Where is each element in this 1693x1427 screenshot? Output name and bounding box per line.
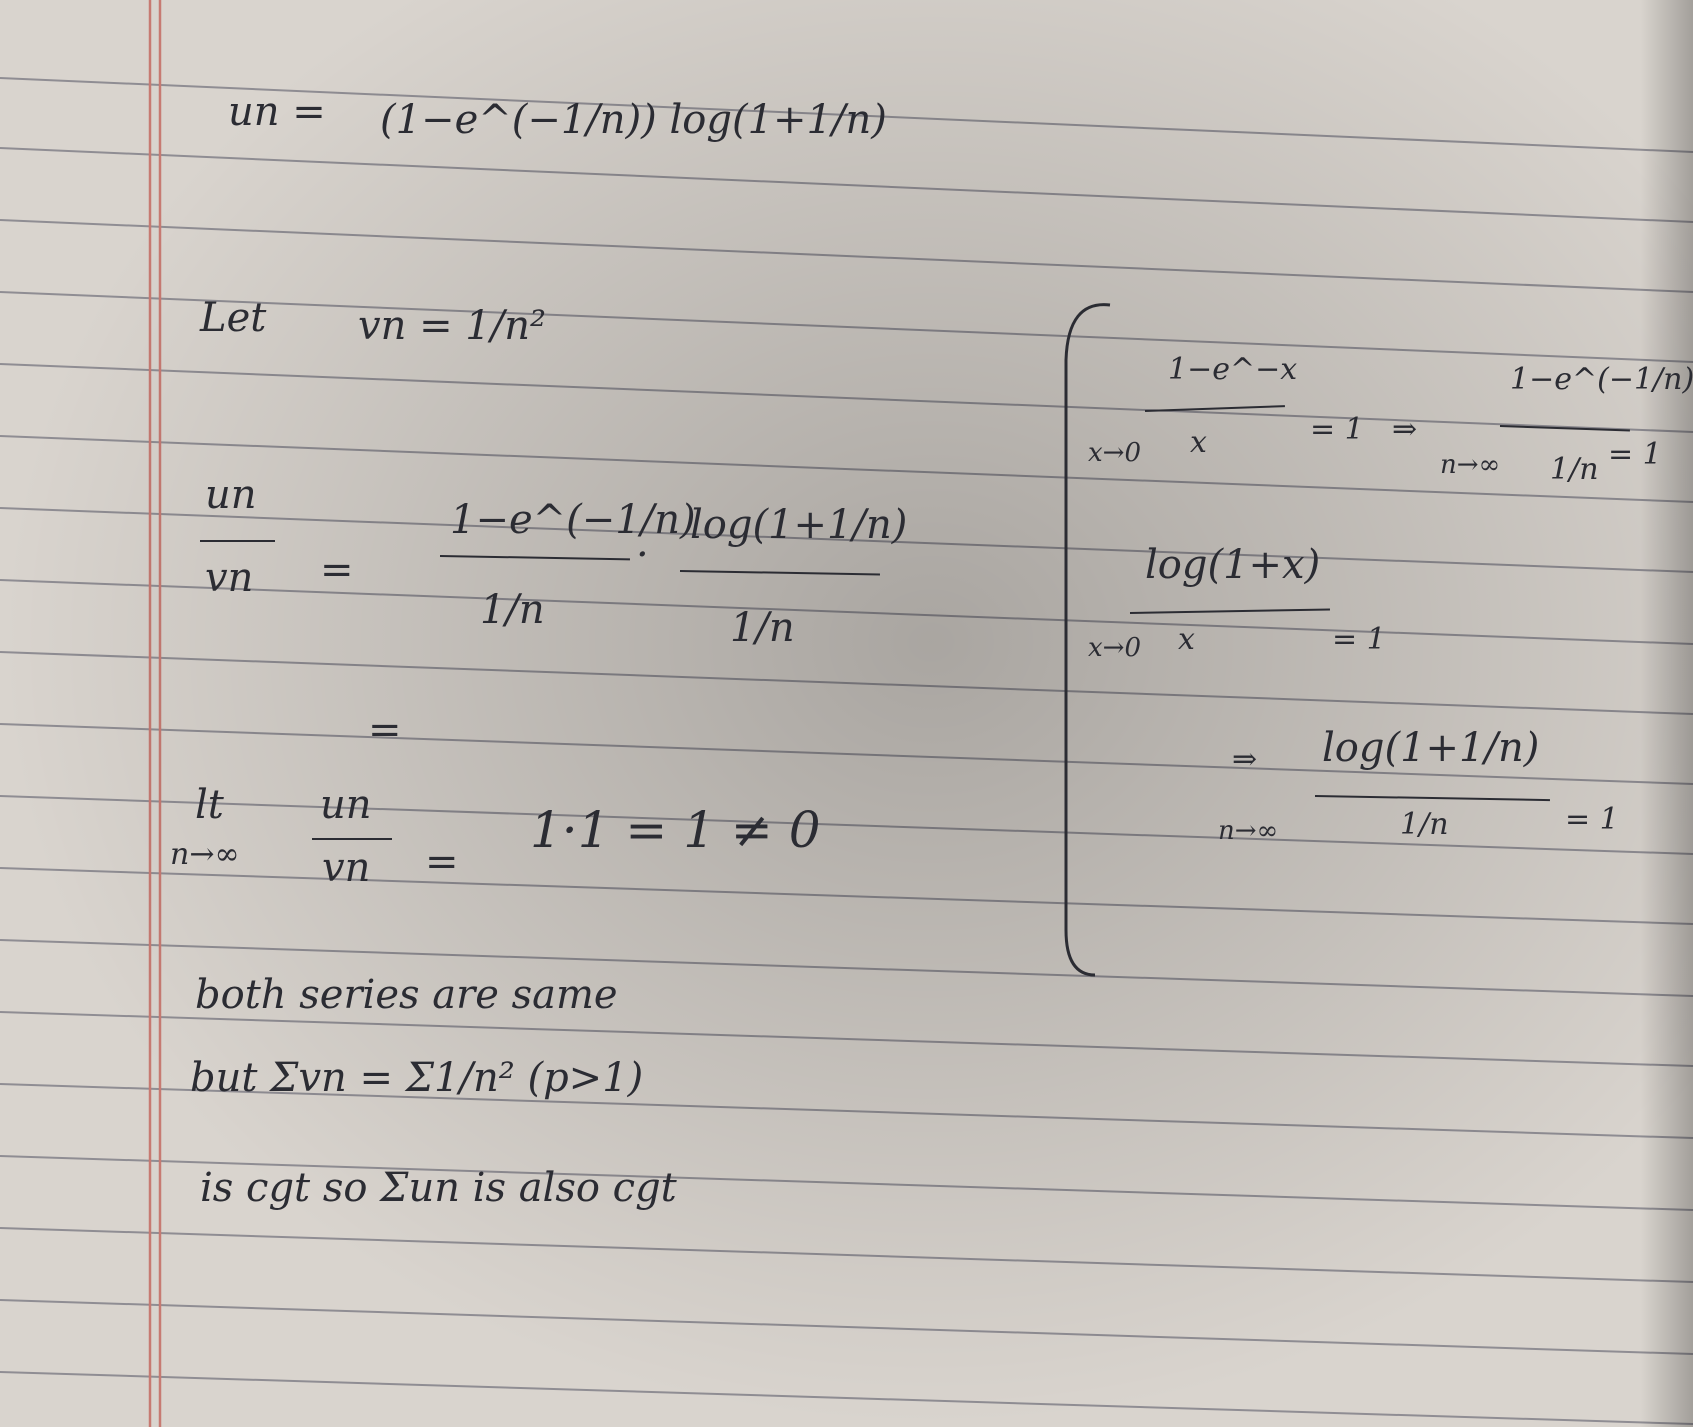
lim4-subscript: n→∞: [1218, 816, 1279, 846]
lim4-denominator: 1/n: [1400, 807, 1449, 842]
frac1-denominator: 1/n: [480, 587, 545, 633]
lim4-implies-arrow: ⇒: [1232, 742, 1258, 777]
lim1-implies-arrow: ⇒: [1392, 412, 1418, 447]
box-bracket: [1064, 303, 1111, 977]
lim2-numerator: 1−e^(−1/n): [1510, 362, 1693, 397]
conclusion-line-1: both series are same: [195, 972, 618, 1018]
limit-ratio-denominator: vn: [322, 845, 371, 891]
multiply-dot: ·: [636, 532, 649, 578]
lim3-equals: = 1: [1332, 622, 1386, 657]
equals-sign-continued: =: [368, 707, 402, 753]
un-label: un =: [228, 89, 326, 135]
lim3-numerator: log(1+x): [1145, 542, 1321, 588]
lim3-denominator: x: [1178, 622, 1195, 657]
lim2-subscript: n→∞: [1440, 450, 1501, 480]
limit-subscript: n→∞: [170, 837, 240, 872]
lim4-numerator: log(1+1/n): [1322, 725, 1540, 771]
limit-result: 1·1 = 1 ≠ 0: [530, 801, 821, 859]
let-word: Let: [200, 295, 267, 341]
limit-equals: =: [425, 839, 459, 885]
limit-ratio-bar: [312, 838, 392, 840]
conclusion-line-2: but Σvn = Σ1/n² (p>1): [190, 1055, 644, 1101]
frac2-denominator: 1/n: [730, 605, 795, 651]
lim1-numerator: 1−e^−x: [1168, 352, 1298, 387]
lim1-denominator: x: [1190, 425, 1207, 460]
ratio-fraction-bar: [200, 540, 275, 542]
lim1-subscript: x→0: [1088, 438, 1141, 468]
lim4-equals: = 1: [1565, 802, 1619, 837]
equals-sign: =: [320, 547, 354, 593]
ratio-numerator: un: [205, 472, 257, 518]
lim1-equals: = 1: [1310, 412, 1364, 447]
page-edge-shadow: [1640, 0, 1693, 1427]
frac2-numerator: log(1+1/n): [690, 502, 908, 548]
ratio-denominator: vn: [205, 555, 254, 601]
conclusion-line-3: is cgt so Σun is also cgt: [200, 1165, 677, 1211]
limit-ratio-numerator: un: [320, 782, 372, 828]
lim2-denominator: 1/n: [1550, 452, 1599, 487]
un-definition: (1−e^(−1/n)) log(1+1/n): [380, 97, 887, 143]
frac1-numerator: 1−e^(−1/n): [450, 497, 696, 543]
lim3-subscript: x→0: [1088, 633, 1141, 663]
vn-definition: vn = 1/n²: [358, 303, 547, 349]
lim2-equals: = 1: [1608, 437, 1662, 472]
lt-word: lt: [195, 782, 224, 828]
